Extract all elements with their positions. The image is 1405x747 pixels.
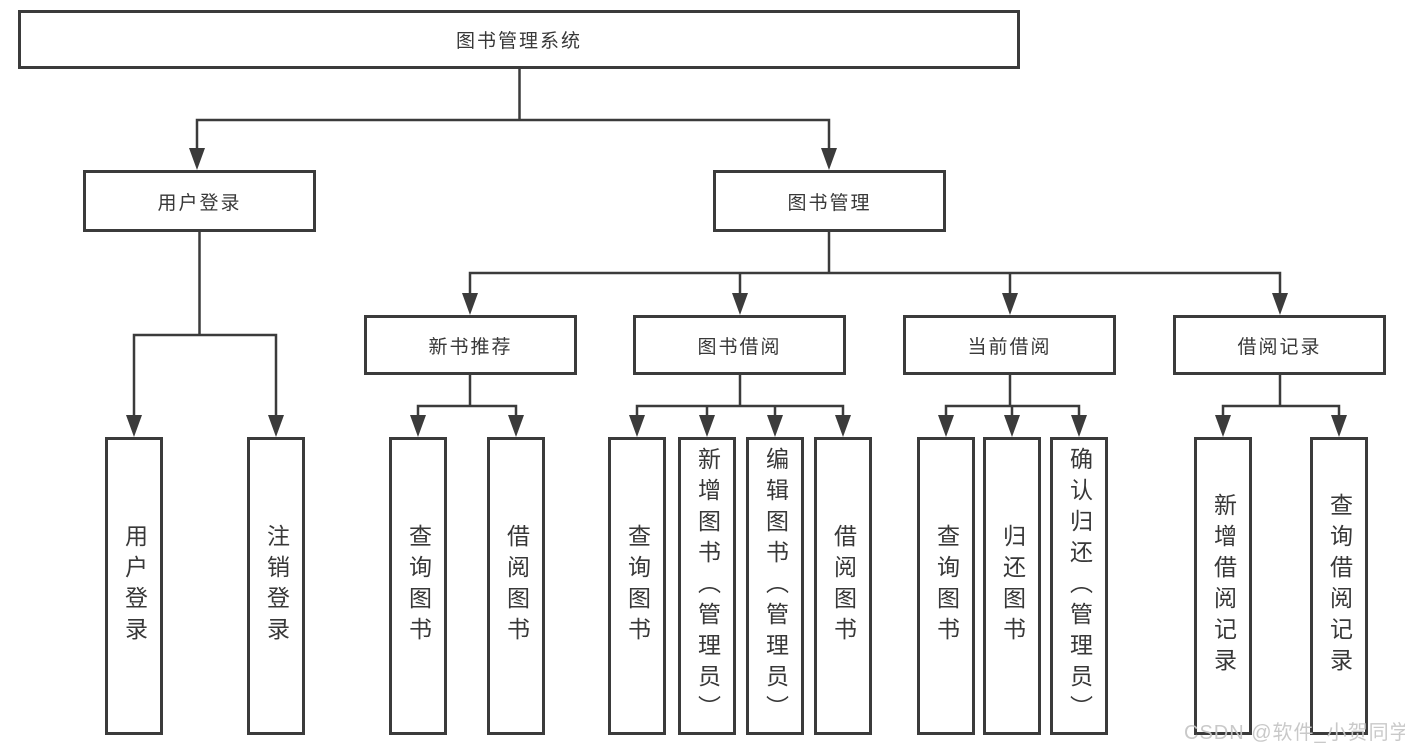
csdn-watermark: CSDN @软件_小贺同学: [1184, 722, 1405, 744]
arrowheads-current-leaves: [938, 415, 1087, 437]
node-book-management-label: 图书管理: [787, 192, 872, 214]
leaf-recommend-query-books-label: 查询图书: [405, 524, 432, 648]
arrowheads-level2: [189, 148, 837, 170]
leaf-current-query-books-label: 查询图书: [933, 524, 960, 648]
node-book-borrowing-label: 图书借阅: [697, 336, 782, 358]
node-user-login-label: 用户登录: [157, 192, 242, 214]
leaf-records-query-record-label: 查询借阅记录: [1326, 493, 1353, 679]
leaf-records-add-record-label: 新增借阅记录: [1210, 493, 1237, 679]
leaf-borrowing-query-books: 查询图书: [608, 437, 666, 735]
leaf-records-query-record: 查询借阅记录: [1310, 437, 1368, 735]
node-user-login: 用户登录: [83, 170, 316, 232]
leaf-borrowing-query-books-label: 查询图书: [624, 524, 651, 648]
leaf-borrowing-borrow-books-label: 借阅图书: [830, 524, 857, 648]
node-borrowing-records-label: 借阅记录: [1237, 336, 1322, 358]
node-root-label: 图书管理系统: [455, 31, 582, 52]
node-new-book-recommend-label: 新书推荐: [428, 336, 513, 358]
leaf-user-login-label: 用户登录: [121, 524, 148, 648]
leaf-borrowing-edit-books-admin-label: 编辑图书（管理员）: [762, 446, 789, 726]
leaf-user-login: 用户登录: [105, 437, 163, 735]
arrowheads-borrowing-leaves: [629, 415, 851, 437]
connector-root-to-level2: [195, 68, 831, 150]
leaf-recommend-query-books: 查询图书: [389, 437, 447, 735]
leaf-current-confirm-return-admin-label: 确认归还（管理员）: [1066, 446, 1093, 726]
connector-user-login-to-leaves: [132, 232, 278, 417]
leaf-logout-label: 注销登录: [263, 524, 290, 648]
node-book-management: 图书管理: [713, 170, 946, 232]
node-current-borrowing-label: 当前借阅: [967, 336, 1052, 358]
connector-recommend-to-leaves: [416, 375, 518, 417]
arrowheads-records-leaves: [1215, 415, 1347, 437]
node-new-book-recommend: 新书推荐: [364, 315, 577, 375]
leaf-borrowing-add-books-admin-label: 新增图书（管理员）: [694, 446, 721, 726]
leaf-borrowing-borrow-books: 借阅图书: [814, 437, 872, 735]
arrowheads-level3: [462, 293, 1288, 315]
leaf-current-return-books-label: 归还图书: [999, 524, 1026, 648]
connector-records-to-leaves: [1221, 375, 1341, 417]
leaf-current-confirm-return-admin: 确认归还（管理员）: [1050, 437, 1108, 735]
leaf-borrowing-edit-books-admin: 编辑图书（管理员）: [746, 437, 804, 735]
leaf-logout: 注销登录: [247, 437, 305, 735]
leaf-borrowing-add-books-admin: 新增图书（管理员）: [678, 437, 736, 735]
arrowheads-recommend-leaves: [410, 415, 524, 437]
connector-borrowing-to-leaves: [635, 375, 845, 417]
node-current-borrowing: 当前借阅: [903, 315, 1116, 375]
arrowheads-user-login-leaves: [126, 415, 284, 437]
leaf-current-return-books: 归还图书: [983, 437, 1041, 735]
node-borrowing-records: 借阅记录: [1173, 315, 1386, 375]
leaf-recommend-borrow-books-label: 借阅图书: [503, 524, 530, 648]
leaf-records-add-record: 新增借阅记录: [1194, 437, 1252, 735]
connector-book-management-to-level3: [468, 232, 1282, 295]
leaf-current-query-books: 查询图书: [917, 437, 975, 735]
leaf-recommend-borrow-books: 借阅图书: [487, 437, 545, 735]
node-root-library-management-system: 图书管理系统: [18, 10, 1020, 69]
node-book-borrowing: 图书借阅: [633, 315, 846, 375]
connector-current-to-leaves: [944, 375, 1081, 417]
